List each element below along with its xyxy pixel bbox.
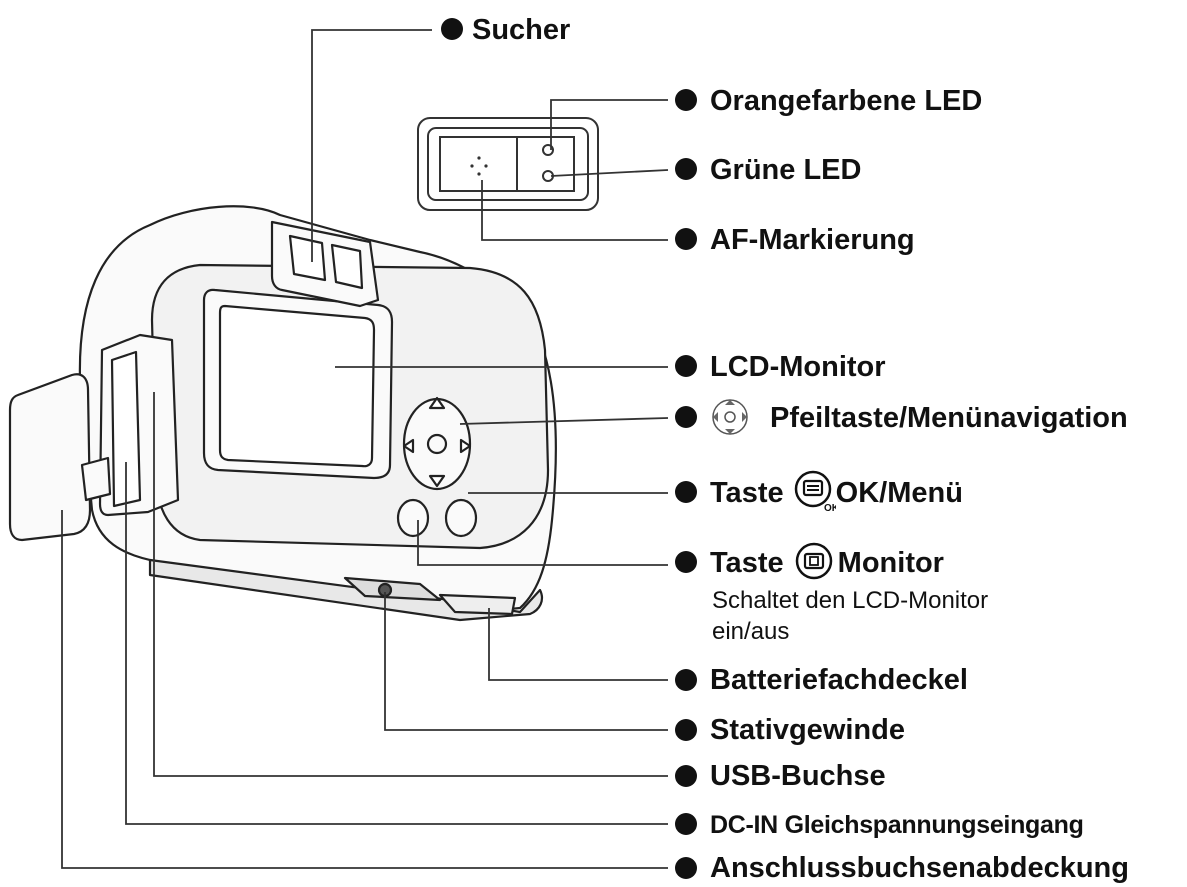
tripod-plate	[343, 576, 442, 602]
leader-battery	[488, 608, 668, 681]
monitor-description-line2: ein/aus	[712, 618, 790, 645]
taste-word-2: Taste	[710, 547, 784, 579]
bullet-sucher	[441, 18, 463, 40]
label-af-markierung: AF-Markierung	[710, 224, 915, 256]
label-gruene-led: Grüne LED	[710, 154, 862, 186]
leader-anschluss	[61, 510, 668, 869]
leader-arrow-pad	[459, 417, 669, 425]
monitor-button	[396, 498, 430, 538]
ok-icon-text: OK	[824, 503, 836, 512]
leader-af	[481, 180, 668, 241]
label-taste-ok-menu: Taste OK OK/Menü	[710, 471, 963, 512]
bullet-af	[675, 228, 697, 250]
monitor-description-line1: Schaltet den LCD-Monitor	[712, 587, 989, 614]
bullet-anschluss	[675, 857, 697, 879]
label-usb-buchse: USB-Buchse	[710, 760, 886, 792]
ok-menu-button	[444, 498, 478, 538]
label-batteriefachdeckel: Batteriefachdeckel	[710, 664, 968, 696]
ok-menu-button-icon: OK	[794, 471, 836, 512]
monitor-text: Monitor	[837, 547, 944, 579]
bottom-plate	[148, 558, 544, 622]
arrow-pad-icon	[712, 399, 748, 435]
label-dc-in: DC-IN Gleichspannungseingang	[710, 811, 1084, 839]
label-anschlussbuchsenabdeckung: Anschlussbuchsenabdeckung	[710, 852, 1129, 884]
label-lcd-monitor: LCD-Monitor	[710, 351, 886, 383]
label-sucher: Sucher	[472, 14, 571, 46]
monitor-button-icon	[795, 543, 832, 580]
connector-cover	[8, 373, 92, 542]
leader-usb	[153, 392, 668, 777]
label-orange-led: Orangefarbene LED	[710, 85, 983, 117]
bullet-arrow-pad	[675, 406, 697, 428]
leader-gruene-led	[550, 169, 669, 177]
bullet-lcd	[675, 355, 697, 377]
bullet-ok-menu	[675, 481, 697, 503]
bullet-usb	[675, 765, 697, 787]
leader-sucher	[311, 29, 432, 262]
leader-orange-led	[550, 99, 668, 150]
label-stativgewinde: Stativgewinde	[710, 714, 905, 746]
bullet-tripod	[675, 719, 697, 741]
taste-word: Taste	[710, 477, 784, 509]
bullet-battery	[675, 669, 697, 691]
leader-monitor	[417, 520, 668, 566]
label-taste-monitor: Taste Monitor	[710, 543, 944, 581]
bullet-gruene-led	[675, 158, 697, 180]
bullet-monitor	[675, 551, 697, 573]
ok-menu-text: OK/Menü	[835, 477, 963, 509]
leader-dc-in	[125, 462, 668, 825]
bullet-orange-led	[675, 89, 697, 111]
bullet-dc-in	[675, 813, 697, 835]
lcd-screen	[218, 304, 376, 468]
battery-lid	[438, 593, 517, 616]
leader-tripod	[384, 592, 668, 731]
label-pfeiltaste: Pfeiltaste/Menünavigation	[770, 402, 1128, 434]
